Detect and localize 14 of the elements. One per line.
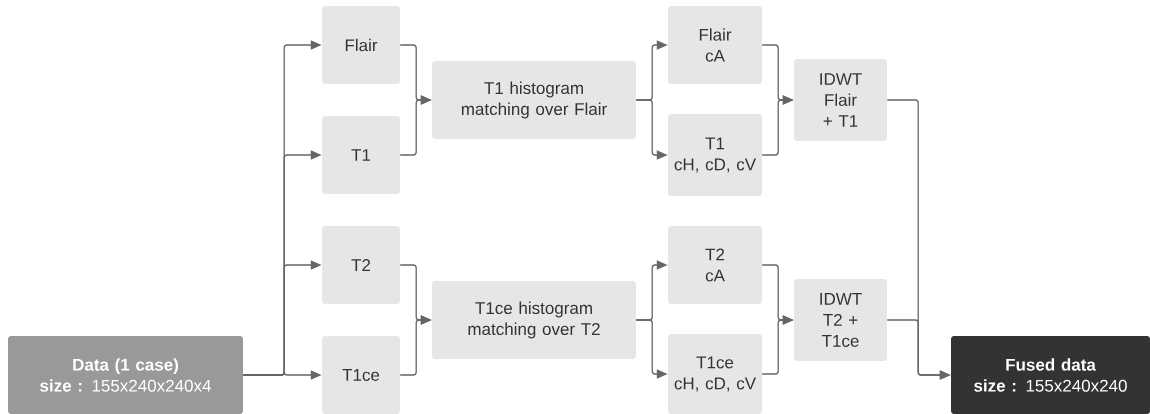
modality-box: T1 — [322, 116, 400, 194]
coefficient-box: T2 cA — [668, 226, 762, 304]
input-box: Data (1 case) size : 155x240x240x4 — [8, 336, 243, 414]
process-box: T1ce histogram matching over T2 — [432, 281, 636, 359]
process-box: T1 histogram matching over Flair — [432, 61, 636, 139]
process-box: IDWT T2 + T1ce — [794, 279, 887, 361]
coefficient-box: T1ce cH, cD, cV — [668, 334, 762, 414]
output-box: Fused data size : 155x240x240 — [951, 336, 1150, 414]
coefficient-box: T1 cH, cD, cV — [668, 114, 762, 196]
coefficient-box: Flair cA — [668, 6, 762, 84]
modality-box: T2 — [322, 226, 400, 304]
modality-box: Flair — [322, 6, 400, 84]
modality-box: T1ce — [322, 336, 400, 414]
process-box: IDWT Flair + T1 — [794, 59, 887, 141]
